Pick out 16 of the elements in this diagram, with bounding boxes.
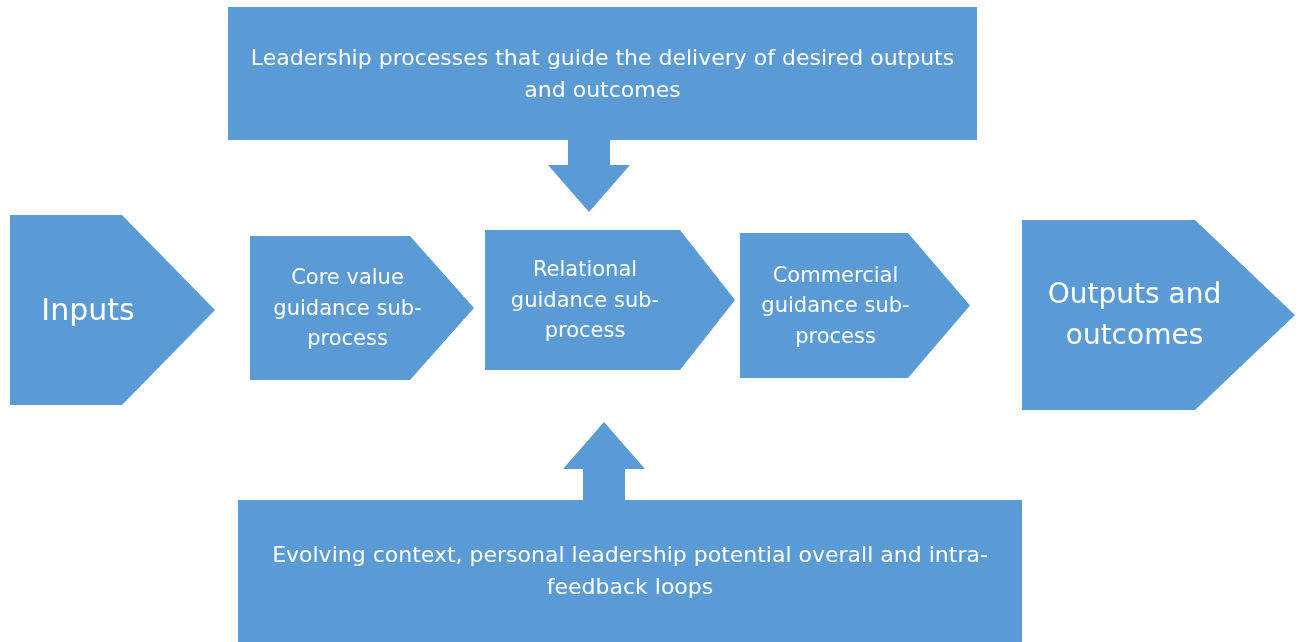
- node-label: Inputs: [40, 291, 136, 330]
- node-label: Leadership processes that guide the delivery of desired outputs and outcomes: [249, 43, 956, 104]
- callout-box: [228, 7, 977, 140]
- callout-box: [238, 500, 1022, 642]
- pentagon-arrow-shape: [1022, 220, 1295, 410]
- node-label: Commercial guidance sub-process: [760, 261, 911, 350]
- node-label: Relational guidance sub-process: [509, 256, 661, 345]
- pentagon-arrow-shape: [740, 233, 970, 378]
- block-arrow: [563, 422, 645, 500]
- node-label: Evolving context, personal leadership potential overall and intra-feedback loops: [271, 541, 989, 601]
- node-label: Outputs and outcomes: [1046, 276, 1223, 353]
- pentagon-arrow-shape: [485, 230, 735, 370]
- pentagon-arrow-shape: [250, 236, 474, 380]
- node-label: Core value guidance sub-process: [272, 264, 423, 353]
- block-arrow: [548, 140, 630, 212]
- pentagon-arrow-shape: [10, 215, 215, 405]
